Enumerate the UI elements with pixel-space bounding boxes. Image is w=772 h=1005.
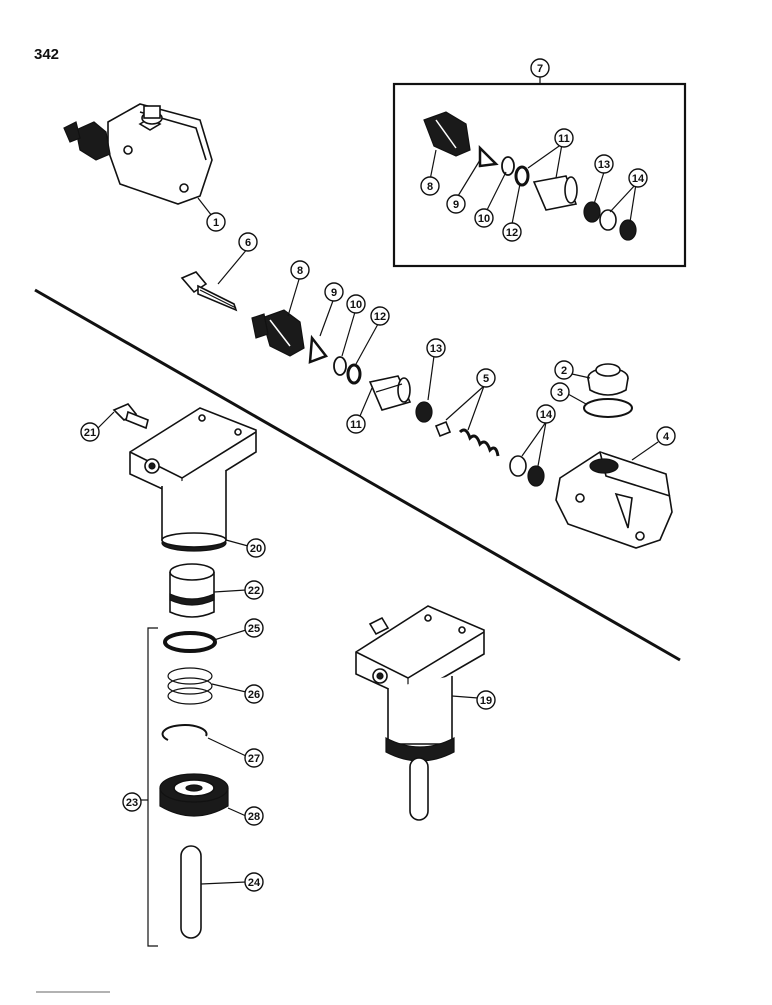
part-spring-5 <box>434 420 500 457</box>
inset-part-retainer-9 <box>478 144 499 168</box>
svg-text:11: 11 <box>558 133 570 145</box>
callout-20: 20 <box>246 538 266 558</box>
svg-text:10: 10 <box>478 213 490 225</box>
svg-text:19: 19 <box>480 695 492 707</box>
callout-21: 21 <box>80 422 100 442</box>
svg-text:20: 20 <box>250 543 262 555</box>
svg-text:13: 13 <box>598 159 610 171</box>
inset-callout-13: 13 <box>594 154 614 174</box>
inset-part-washer-10 <box>501 156 515 176</box>
part-cylinder-assembly-19 <box>355 605 485 821</box>
callout-22: 22 <box>244 580 264 600</box>
part-cup-13 <box>415 401 433 423</box>
part-push-rod-24 <box>180 845 202 939</box>
inset-part-cups-14 <box>599 209 637 241</box>
svg-text:24: 24 <box>248 877 261 889</box>
svg-text:28: 28 <box>248 811 260 823</box>
part-piston-22 <box>169 563 215 618</box>
svg-text:6: 6 <box>245 237 251 249</box>
callout-12: 12 <box>370 306 390 326</box>
part-cap-2 <box>587 363 629 396</box>
svg-text:12: 12 <box>374 311 386 323</box>
callout-25: 25 <box>244 618 264 638</box>
part-master-cylinder-assembly <box>63 103 213 205</box>
page-number: 342 <box>34 46 60 63</box>
callout-1: 1 <box>206 212 226 232</box>
callout-19: 19 <box>476 690 496 710</box>
svg-text:14: 14 <box>540 409 553 421</box>
part-washer-10 <box>333 356 347 376</box>
svg-text:10: 10 <box>350 299 362 311</box>
part-seal-28 <box>159 773 229 817</box>
inset-callout-12: 12 <box>502 222 522 242</box>
svg-text:9: 9 <box>453 199 459 211</box>
leader-lines <box>97 76 659 885</box>
svg-text:1: 1 <box>213 217 219 229</box>
inset-part-o-ring-12 <box>514 165 530 187</box>
svg-text:9: 9 <box>331 287 337 299</box>
callout-2: 2 <box>554 360 574 380</box>
callout-11: 11 <box>346 414 366 434</box>
svg-text:8: 8 <box>427 181 433 193</box>
svg-text:23: 23 <box>126 797 138 809</box>
part-boot-8 <box>251 309 305 357</box>
callout-24: 24 <box>244 872 264 892</box>
callout-23: 23 <box>122 792 142 812</box>
svg-text:21: 21 <box>84 427 96 439</box>
callout-5: 5 <box>476 368 496 388</box>
svg-text:26: 26 <box>248 689 260 701</box>
part-snap-ring-27 <box>161 724 208 741</box>
callout-9: 9 <box>324 282 344 302</box>
inset-callout-11: 11 <box>554 128 574 148</box>
callout-8: 8 <box>290 260 310 280</box>
svg-text:13: 13 <box>430 343 442 355</box>
callout-10: 10 <box>346 294 366 314</box>
callout-28: 28 <box>244 806 264 826</box>
part-fitting-21 <box>112 403 149 430</box>
separator-line <box>34 288 681 662</box>
callout-27: 27 <box>244 748 264 768</box>
callout-7: 7 <box>530 58 550 78</box>
part-piston-11 <box>368 375 412 411</box>
part-gasket-3 <box>583 398 633 418</box>
inset-callout-8: 8 <box>420 176 440 196</box>
svg-text:4: 4 <box>663 431 670 443</box>
callout-13: 13 <box>426 338 446 358</box>
svg-text:5: 5 <box>483 373 489 385</box>
callout-6: 6 <box>238 232 258 252</box>
svg-text:12: 12 <box>506 227 518 239</box>
svg-text:14: 14 <box>632 173 645 185</box>
callout-4: 4 <box>656 426 676 446</box>
inset-part-cup-13 <box>583 201 601 223</box>
part-housing-4 <box>555 451 673 549</box>
svg-text:3: 3 <box>557 387 563 399</box>
svg-text:11: 11 <box>350 419 362 431</box>
callout-14: 14 <box>536 404 556 424</box>
svg-text:22: 22 <box>248 585 260 597</box>
svg-text:25: 25 <box>248 623 260 635</box>
inset-callout-14: 14 <box>628 168 648 188</box>
callout-3: 3 <box>550 382 570 402</box>
inset-callout-10: 10 <box>474 208 494 228</box>
kit-bracket-23 <box>147 627 158 947</box>
inset-part-boot-8 <box>423 111 471 157</box>
part-master-cylinder-body-20 <box>129 407 257 552</box>
svg-text:27: 27 <box>248 753 260 765</box>
part-retainer-9 <box>308 334 329 364</box>
part-cups-14 <box>509 455 545 487</box>
svg-text:2: 2 <box>561 365 567 377</box>
part-spring-26 <box>167 667 213 705</box>
svg-text:8: 8 <box>297 265 303 277</box>
part-o-ring-25 <box>163 631 217 653</box>
callout-26: 26 <box>244 684 264 704</box>
inset-part-piston-11 <box>532 175 578 211</box>
inset-callout-9: 9 <box>446 194 466 214</box>
part-o-ring-12 <box>346 363 362 385</box>
svg-text:7: 7 <box>537 63 543 75</box>
part-fitting-6 <box>180 271 238 312</box>
